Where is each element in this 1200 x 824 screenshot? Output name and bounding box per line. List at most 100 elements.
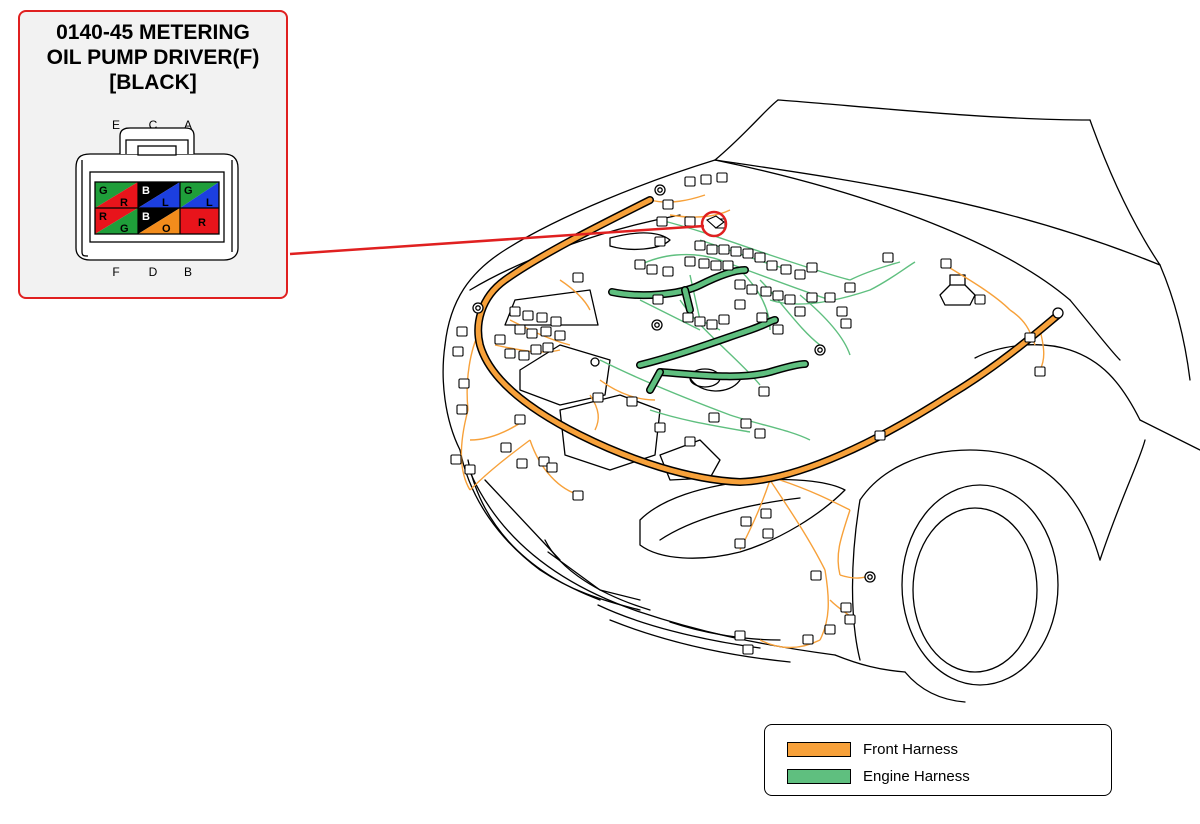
connector-block xyxy=(684,436,696,447)
connector-block xyxy=(518,350,530,361)
connector-block xyxy=(494,334,506,345)
connector-block xyxy=(840,602,852,613)
pin-label-c: C xyxy=(148,118,158,132)
connector-block xyxy=(760,508,772,519)
connector-block xyxy=(718,244,730,255)
connector-block xyxy=(542,342,554,353)
legend-label: Engine Harness xyxy=(863,767,970,785)
connector-block xyxy=(710,260,722,271)
connector-block xyxy=(756,312,768,323)
connector-block xyxy=(734,538,746,549)
connector-block xyxy=(458,378,470,389)
connector-block xyxy=(652,294,664,305)
connector-block xyxy=(514,324,526,335)
connector-block xyxy=(626,396,638,407)
connector-block xyxy=(456,404,468,415)
connector-block xyxy=(824,292,836,303)
connector-block xyxy=(514,414,526,425)
connector-block xyxy=(700,174,712,185)
connector-block xyxy=(740,418,752,429)
harness-connectors xyxy=(450,172,1046,655)
connector-block xyxy=(766,260,778,271)
legend-swatch-front-harness xyxy=(787,741,851,757)
connector-title-line: [BLACK] xyxy=(109,71,197,94)
connector-block xyxy=(1024,332,1036,343)
legend-item-engine-harness: Engine Harness xyxy=(787,767,970,785)
connector-block xyxy=(806,262,818,273)
callout-leader xyxy=(289,210,728,256)
connector-block xyxy=(662,266,674,277)
connector-block xyxy=(836,306,848,317)
connector-block xyxy=(572,272,584,283)
pin-label-f: F xyxy=(112,265,120,279)
connector-block xyxy=(654,236,666,247)
connector-block xyxy=(546,462,558,473)
connector-callout: 0140-45 METERING OIL PUMP DRIVER(F) [BLA… xyxy=(18,10,288,299)
connector-block xyxy=(682,312,694,323)
pin-label-b: B xyxy=(183,265,192,279)
connector-block xyxy=(794,306,806,317)
engine-harness-trunk xyxy=(608,266,809,394)
connector-block xyxy=(974,294,986,305)
legend-item-front-harness: Front Harness xyxy=(787,740,958,758)
connector-block xyxy=(754,252,766,263)
connector-block xyxy=(572,490,584,501)
connector-block xyxy=(634,259,646,270)
connector-block xyxy=(794,269,806,280)
connector-block xyxy=(516,458,528,469)
legend-swatch-engine-harness xyxy=(787,768,851,784)
connector-title-line: OIL PUMP DRIVER(F) xyxy=(46,46,260,69)
connector-block xyxy=(754,428,766,439)
connector-block xyxy=(844,614,856,625)
connector-block xyxy=(706,244,718,255)
connector-block xyxy=(536,312,548,323)
connector-block xyxy=(540,326,552,337)
connector-block xyxy=(684,176,696,187)
connector-block xyxy=(742,248,754,259)
connector-block xyxy=(656,216,668,227)
wire-color-label: L xyxy=(162,197,169,209)
wire-color-label: O xyxy=(162,223,171,235)
connector-block xyxy=(760,286,772,297)
connector-block xyxy=(708,412,720,423)
connector-block xyxy=(730,246,742,257)
metering-oil-pump-driver-connector xyxy=(705,215,725,229)
connector-block xyxy=(550,316,562,327)
connector-block xyxy=(734,630,746,641)
connector-block xyxy=(806,292,818,303)
wire-color-label: R xyxy=(120,197,128,209)
grommets xyxy=(472,184,1064,583)
connector-block xyxy=(504,348,516,359)
pin-label-a: A xyxy=(183,118,192,132)
connector-block xyxy=(456,326,468,337)
connector-block xyxy=(746,284,758,295)
wire-color-label: R xyxy=(198,217,206,229)
connector-block xyxy=(706,319,718,330)
connector-block xyxy=(554,330,566,341)
connector-block xyxy=(840,318,852,329)
connector-block xyxy=(772,290,784,301)
connector-block xyxy=(734,279,746,290)
wire-color-label: L xyxy=(206,197,213,209)
connector-block xyxy=(716,172,728,183)
connector-block xyxy=(802,634,814,645)
connector-title-line: 0140-45 METERING xyxy=(56,21,250,44)
pin-label-d: D xyxy=(148,265,158,279)
connector-block xyxy=(1034,366,1046,377)
connector-block xyxy=(844,282,856,293)
connector-block xyxy=(824,624,836,635)
connector-block xyxy=(780,264,792,275)
connector-block xyxy=(662,199,674,210)
connector-block xyxy=(694,240,706,251)
wire-color-label: G xyxy=(99,185,108,197)
connector-block xyxy=(718,314,730,325)
connector-block xyxy=(940,258,952,269)
connector-block xyxy=(810,570,822,581)
connector-block xyxy=(450,454,462,465)
connector-block xyxy=(734,299,746,310)
wire-color-label: B xyxy=(142,185,150,197)
connector-block xyxy=(646,264,658,275)
connector-block xyxy=(684,256,696,267)
connector-block xyxy=(740,516,752,527)
connector-block xyxy=(882,252,894,263)
